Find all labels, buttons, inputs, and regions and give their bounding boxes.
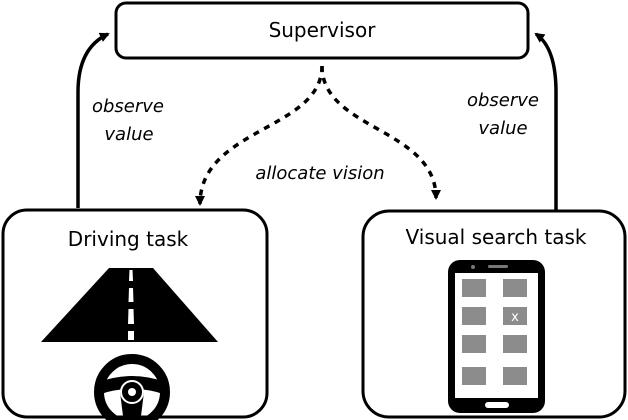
- smartphone-icon: x: [448, 260, 545, 413]
- left-observe-edge: observe value: [76, 32, 164, 208]
- target-marker: x: [511, 310, 519, 325]
- left-observe-arrow: [76, 32, 110, 208]
- right-observe-edge: observe value: [467, 32, 558, 212]
- steering-wheel-icon: [94, 354, 170, 420]
- target-tile: x: [503, 307, 527, 325]
- supervisor-node: Supervisor: [114, 1, 530, 60]
- allocate-vision-left-arrow: [195, 65, 324, 206]
- allocate-vision-right-arrow: [320, 65, 441, 200]
- right-observe-label-line1: observe: [467, 90, 539, 111]
- visual-search-task-label: Visual search task: [406, 225, 587, 249]
- visual-search-task-node: Visual search task x: [361, 209, 627, 419]
- allocate-vision-label: allocate vision: [255, 163, 384, 184]
- allocate-vision-edge: allocate vision: [195, 65, 441, 206]
- left-observe-label-line2: value: [104, 124, 153, 145]
- left-observe-label-line1: observe: [92, 96, 164, 117]
- road-icon: [41, 268, 218, 342]
- supervisor-box: [114, 1, 530, 60]
- driving-task-node: Driving task: [1, 208, 269, 420]
- supervisor-label: Supervisor: [269, 18, 377, 42]
- right-observe-label-line2: value: [478, 118, 527, 139]
- driving-task-label: Driving task: [68, 227, 189, 251]
- search-grid: [462, 279, 527, 385]
- right-observe-arrow: [534, 32, 558, 212]
